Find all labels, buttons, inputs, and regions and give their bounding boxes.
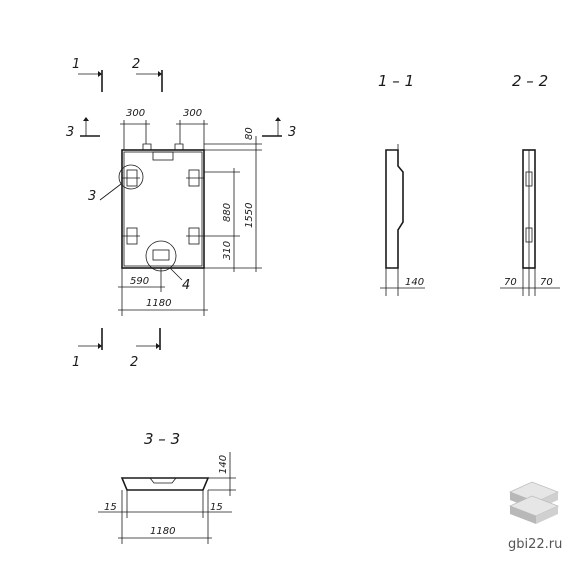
- section-1-1-profile: [385, 149, 404, 269]
- panel-outline: [121, 149, 205, 269]
- dim-15-left: 15: [104, 502, 117, 513]
- dim-70-right: 70: [540, 277, 553, 288]
- cut-3-right-label: 3: [288, 125, 296, 140]
- dim-80: 80: [244, 127, 255, 140]
- cut-1-bottom-label: 1: [72, 355, 80, 370]
- callout-3-label: 3: [88, 189, 96, 204]
- plan-view: 3 4 300 300 80 880 1550 310 590 118: [66, 57, 296, 370]
- dim-880: 880: [222, 203, 233, 222]
- watermark-text: gbi22.ru: [508, 537, 562, 552]
- watermark: gbi22.ru: [508, 481, 562, 552]
- dim-140-s33: 140: [218, 455, 229, 474]
- section-1-1-title: 1 – 1: [378, 72, 414, 90]
- dim-590: 590: [130, 276, 149, 287]
- cut-3-left-label: 3: [66, 125, 74, 140]
- section-3-3: 3 – 3 140 15 15 1180: [98, 430, 236, 544]
- section-2-2: 2 – 2 70 70: [500, 72, 560, 296]
- dim-310: 310: [222, 241, 233, 260]
- dim-1180-s33: 1180: [150, 526, 175, 537]
- stack-logo-icon: [508, 481, 560, 524]
- dim-15-right: 15: [210, 502, 223, 513]
- dim-1550: 1550: [244, 203, 255, 228]
- lifting-loop-left: [142, 143, 152, 150]
- dim-300-right: 300: [183, 108, 202, 119]
- top-recess: [152, 151, 174, 161]
- dim-70-left: 70: [504, 277, 517, 288]
- detail-circle-3: [118, 164, 144, 190]
- section-3-3-profile: [120, 477, 210, 491]
- section-2-2-title: 2 – 2: [512, 72, 548, 90]
- dim-140-s11: 140: [405, 277, 424, 288]
- cut-1-top-label: 1: [72, 57, 80, 72]
- cut-2-top-label: 2: [132, 57, 140, 72]
- section-1-1: 1 – 1 140: [378, 72, 425, 296]
- lifting-loop-right: [174, 143, 184, 150]
- callout-4-label: 4: [182, 278, 190, 293]
- cut-2-bottom-label: 2: [130, 355, 138, 370]
- section-3-3-title: 3 – 3: [144, 430, 180, 448]
- detail-circle-4: [145, 240, 177, 272]
- dim-300-left: 300: [126, 108, 145, 119]
- dim-1180-plan: 1180: [146, 298, 171, 309]
